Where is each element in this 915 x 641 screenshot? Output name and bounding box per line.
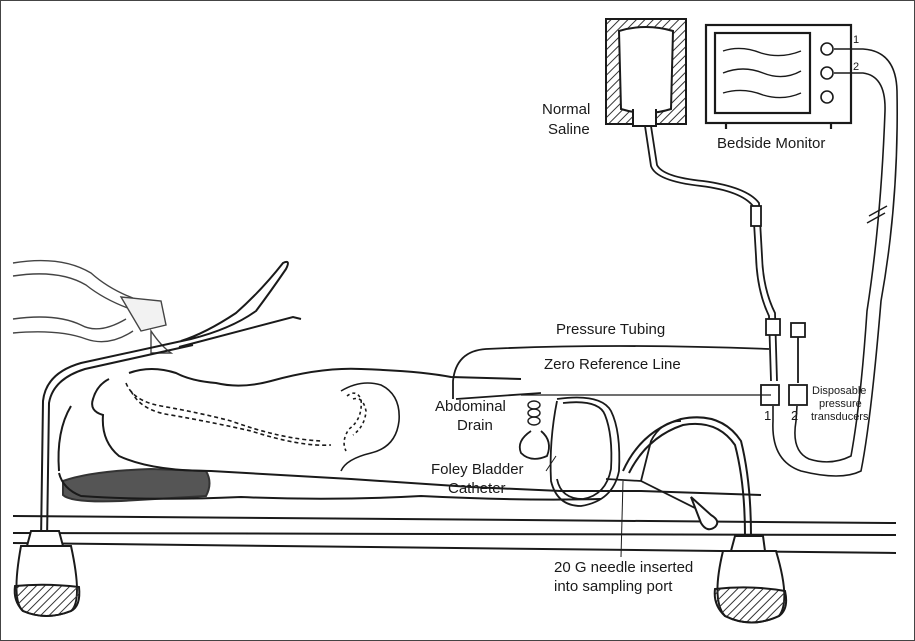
label-pressure-tubing: Pressure Tubing <box>556 321 665 339</box>
label-transducers-2: pressure <box>819 398 862 410</box>
label-monitor-port-1: 1 <box>853 34 859 46</box>
label-foley-2: Catheter <box>448 480 506 498</box>
label-transducer-2: 2 <box>791 407 798 425</box>
bedside-monitor <box>706 25 851 129</box>
label-normal-saline-1: Normal <box>542 101 590 119</box>
foley-catheter <box>520 398 701 512</box>
normal-saline-bag <box>606 19 686 126</box>
label-normal-saline-2: Saline <box>548 121 590 139</box>
abdominal-drain <box>528 401 540 425</box>
label-foley-1: Foley Bladder <box>431 461 524 479</box>
label-needle-2: into sampling port <box>554 578 672 596</box>
label-abdominal-drain-2: Drain <box>457 417 493 435</box>
label-abdominal-drain-1: Abdominal <box>435 398 506 416</box>
label-bedside-monitor: Bedside Monitor <box>717 135 825 153</box>
label-needle-1: 20 G needle inserted <box>554 559 693 577</box>
right-collection-bag <box>715 536 786 623</box>
label-transducer-1: 1 <box>764 407 771 425</box>
label-transducers-3: transducers <box>811 411 868 423</box>
gi-tract <box>126 383 399 471</box>
label-monitor-port-2: 2 <box>853 61 859 73</box>
label-transducers-1: Disposable <box>812 385 866 397</box>
ventilator-hose <box>13 261 171 353</box>
label-zero-reference-line: Zero Reference Line <box>544 356 681 374</box>
